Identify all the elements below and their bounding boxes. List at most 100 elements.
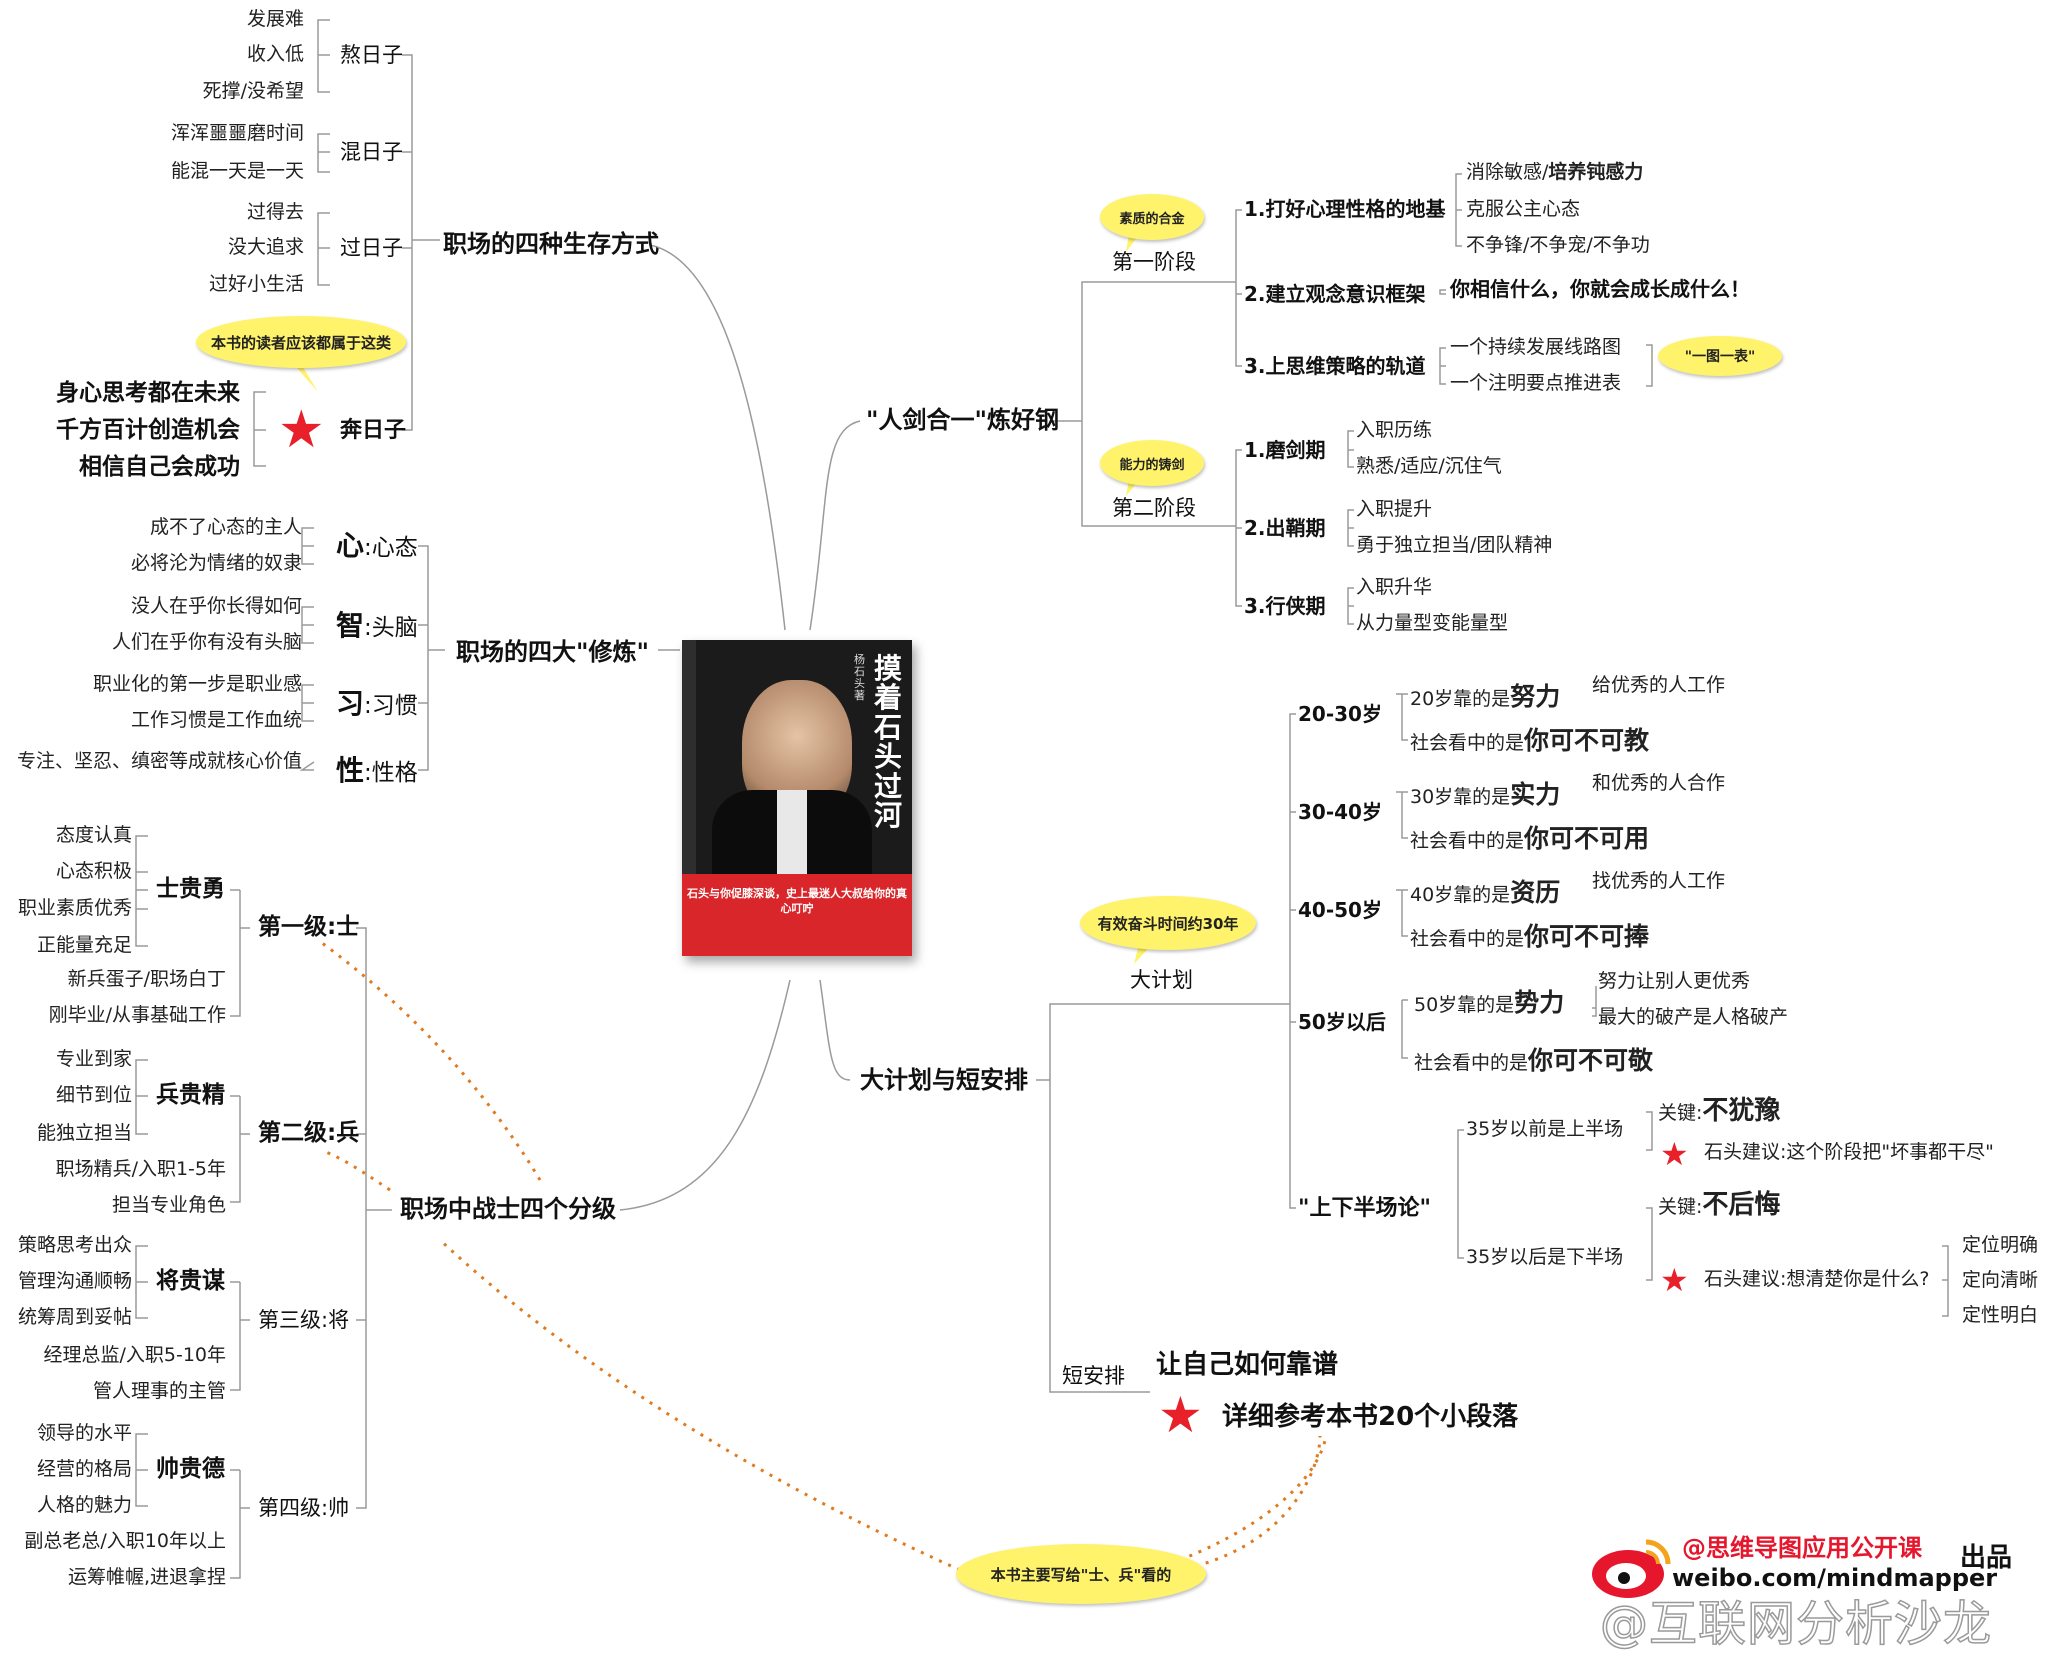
brand-url: weibo.com/mindmapper bbox=[1672, 1564, 1998, 1592]
stage-1-callout: 素质的合金 bbox=[1100, 194, 1204, 240]
star-icon: ★ bbox=[278, 400, 325, 460]
halves-title: "上下半场论" bbox=[1298, 1196, 1431, 1221]
star-icon: ★ bbox=[1158, 1386, 1203, 1444]
star-icon: ★ bbox=[1660, 1261, 1689, 1299]
cultivation-group-1: 心:心态 bbox=[336, 529, 418, 562]
level-item: 运筹帷幄,进退拿捏 bbox=[67, 1566, 226, 1588]
stage-2-item-3: 3.行侠期 bbox=[1244, 594, 1326, 618]
short-plan: 短安排 bbox=[1062, 1364, 1125, 1388]
stage-2-item-2: 2.出鞘期 bbox=[1244, 516, 1326, 540]
survival-item: 发展难 bbox=[246, 8, 304, 30]
level-item: 职场精兵/入职1-5年 bbox=[55, 1158, 226, 1180]
survival-item: 过得去 bbox=[246, 201, 304, 223]
level-item: 态度认真 bbox=[55, 824, 132, 846]
stage-item: 消除敏感/培养钝感力 bbox=[1466, 161, 1644, 183]
level-item: 统筹周到妥帖 bbox=[17, 1306, 132, 1328]
age-20: 20-30岁 bbox=[1298, 702, 1382, 726]
level-item: 管理沟通顺畅 bbox=[17, 1270, 132, 1292]
stage-item: 一个持续发展线路图 bbox=[1450, 336, 1622, 358]
reader-callout: 本书的读者应该都属于这类 bbox=[196, 316, 406, 368]
stage-item: 一个注明要点推进表 bbox=[1450, 372, 1622, 394]
short-plan-item: 让自己如何靠谱 bbox=[1156, 1350, 1339, 1380]
cultivation-item: 成不了心态的主人 bbox=[149, 516, 302, 538]
level-item: 领导的水平 bbox=[36, 1422, 132, 1444]
stage-item: 入职提升 bbox=[1356, 498, 1433, 520]
level-2-trait: 兵贵精 bbox=[156, 1082, 225, 1108]
stage-item: 克服公主心态 bbox=[1466, 198, 1581, 220]
level-4: 第四级:帅 bbox=[258, 1496, 350, 1520]
cultivation-item: 没人在乎你长得如何 bbox=[130, 595, 302, 617]
age-line: 社会看中的是你可不可用 bbox=[1410, 824, 1650, 853]
stage-1-item-3: 3.上思维策略的轨道 bbox=[1244, 354, 1426, 378]
cultivation-group-2: 智:头脑 bbox=[336, 609, 418, 642]
age-line: 30岁靠的是实力 bbox=[1410, 780, 1561, 809]
big-plan: 大计划 bbox=[1130, 968, 1193, 992]
level-3-trait: 将贵谋 bbox=[156, 1268, 225, 1294]
age-line: 社会看中的是你可不可捧 bbox=[1410, 922, 1650, 951]
level-item: 专业到家 bbox=[55, 1048, 132, 1070]
survival-group-3: 过日子 bbox=[340, 236, 403, 260]
cultivation-group-3: 习:习惯 bbox=[336, 687, 418, 720]
cultivation-item: 职业化的第一步是职业感 bbox=[92, 673, 302, 695]
stage-item: 入职历练 bbox=[1356, 419, 1433, 441]
survival-item: 过好小生活 bbox=[208, 273, 304, 295]
age-40: 40-50岁 bbox=[1298, 898, 1382, 922]
age-line: 20岁靠的是努力 bbox=[1410, 682, 1561, 711]
brand-handle: @思维导图应用公开课 bbox=[1682, 1534, 1922, 1562]
cultivation-item: 人们在乎你有没有头脑 bbox=[111, 631, 302, 653]
second-half-key: 关键:不后悔 bbox=[1658, 1190, 1781, 1220]
book-author: 杨石头 著 bbox=[854, 653, 865, 703]
stage-2-callout: 能力的铸剑 bbox=[1100, 440, 1204, 486]
audience-callout: 本书主要写给"士、兵"看的 bbox=[956, 1544, 1206, 1604]
survival-item: 能混一天是一天 bbox=[170, 160, 304, 182]
first-half-advice: 石头建议:这个阶段把"坏事都干尽" bbox=[1704, 1141, 1994, 1163]
brand-suffix: 出品 bbox=[1960, 1543, 2013, 1573]
level-item: 能独立担当 bbox=[36, 1122, 132, 1144]
weibo-icon bbox=[1592, 1539, 1671, 1598]
book-band: 石头与你促膝深谈，史上最迷人大叔给你的真心叮咛 bbox=[682, 874, 912, 956]
second-half-item: 定向清晰 bbox=[1962, 1269, 2039, 1291]
stage-item: 你相信什么，你就会成长成什么！ bbox=[1450, 277, 1750, 301]
age-line: 40岁靠的是资历 bbox=[1410, 878, 1561, 907]
survival-group-2: 混日子 bbox=[340, 140, 403, 164]
survival-item: 浑浑噩噩磨时间 bbox=[170, 122, 304, 144]
book-title: 摸着石头过河 bbox=[873, 652, 902, 832]
level-item: 管人理事的主管 bbox=[92, 1380, 226, 1402]
age-30: 30-40岁 bbox=[1298, 800, 1382, 824]
stage-item: 勇于独立担当/团队精神 bbox=[1356, 534, 1553, 556]
stage-1-item-1: 1.打好心理性格的地基 bbox=[1244, 197, 1446, 221]
sword-title: "人剑合一"炼好钢 bbox=[866, 406, 1060, 434]
age-note: 找优秀的人工作 bbox=[1592, 870, 1726, 892]
stage-item: 从力量型变能量型 bbox=[1356, 612, 1509, 634]
survival-item: 死撑/没希望 bbox=[202, 80, 304, 102]
cultivation-item: 必将沦为情绪的奴隶 bbox=[130, 552, 302, 574]
level-item: 经理总监/入职5-10年 bbox=[43, 1344, 226, 1366]
survival-group-1: 熬日子 bbox=[340, 43, 403, 67]
age-note: 最大的破产是人格破产 bbox=[1598, 1006, 1789, 1028]
level-item: 人格的魅力 bbox=[36, 1494, 132, 1516]
age-note: 给优秀的人工作 bbox=[1592, 674, 1726, 696]
level-3: 第三级:将 bbox=[258, 1308, 350, 1332]
age-line: 50岁靠的是势力 bbox=[1414, 988, 1565, 1017]
second-half-item: 定性明白 bbox=[1962, 1304, 2039, 1326]
second-half-item: 定位明确 bbox=[1962, 1234, 2039, 1256]
short-plan-item: 详细参考本书20个小段落 bbox=[1222, 1402, 1519, 1432]
level-item: 经营的格局 bbox=[36, 1458, 132, 1480]
level-item: 担当专业角色 bbox=[111, 1194, 226, 1216]
level-2: 第二级:兵 bbox=[258, 1120, 360, 1146]
cultivation-item: 专注、坚忍、缜密等成就核心价值 bbox=[16, 750, 302, 772]
years-callout: 有效奋斗时间约30年 bbox=[1080, 896, 1256, 950]
age-50: 50岁以后 bbox=[1298, 1010, 1386, 1034]
age-line: 社会看中的是你可不可教 bbox=[1410, 726, 1650, 755]
survival-group-4: 奔日子 bbox=[340, 418, 407, 443]
level-item: 正能量充足 bbox=[36, 934, 132, 956]
level-4-trait: 帅贵德 bbox=[156, 1456, 225, 1482]
levels-title: 职场中战士四个分级 bbox=[400, 1195, 616, 1223]
plan-title: 大计划与短安排 bbox=[860, 1066, 1028, 1094]
second-half-advice: 石头建议:想清楚你是什么? bbox=[1704, 1268, 1930, 1290]
stage-1-item-2: 2.建立观念意识框架 bbox=[1244, 282, 1426, 306]
stage-2: 第二阶段 bbox=[1112, 496, 1196, 520]
stage-item: 熟悉/适应/沉住气 bbox=[1356, 455, 1502, 477]
stage-item: 不争锋/不争宠/不争功 bbox=[1466, 234, 1650, 256]
